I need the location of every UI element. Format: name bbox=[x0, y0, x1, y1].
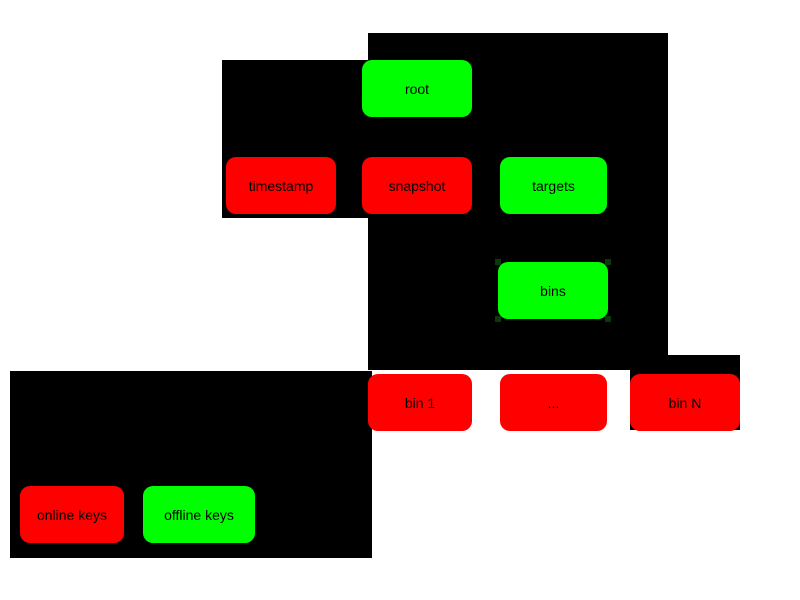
node-offline-keys[interactable]: offline keys bbox=[143, 486, 255, 543]
selection-handle-tl[interactable] bbox=[495, 259, 501, 265]
node-root-label: root bbox=[404, 80, 430, 97]
node-online-keys-label: online keys bbox=[36, 506, 108, 523]
selection-handle-br[interactable] bbox=[605, 316, 611, 322]
node-bin-n-label: bin N bbox=[668, 394, 702, 411]
node-bin-1-label: bin 1 bbox=[404, 394, 436, 411]
node-bin-ellipsis-label: ... bbox=[547, 394, 560, 411]
node-snapshot-label: snapshot bbox=[388, 177, 446, 194]
node-bins[interactable]: bins bbox=[495, 259, 611, 322]
node-targets[interactable]: targets bbox=[500, 157, 607, 214]
node-snapshot[interactable]: snapshot bbox=[362, 157, 472, 214]
node-bin-ellipsis[interactable]: ... bbox=[500, 374, 607, 431]
node-bin-n[interactable]: bin N bbox=[630, 374, 740, 431]
node-targets-label: targets bbox=[532, 177, 575, 194]
node-root[interactable]: root bbox=[362, 60, 472, 117]
node-timestamp-label: timestamp bbox=[248, 177, 314, 194]
selection-handle-bl[interactable] bbox=[495, 316, 501, 322]
node-offline-keys-label: offline keys bbox=[164, 506, 234, 523]
node-bins-label: bins bbox=[540, 282, 566, 299]
node-bin-1[interactable]: bin 1 bbox=[368, 374, 472, 431]
node-timestamp[interactable]: timestamp bbox=[226, 157, 336, 214]
selection-handle-tr[interactable] bbox=[605, 259, 611, 265]
node-online-keys[interactable]: online keys bbox=[20, 486, 124, 543]
